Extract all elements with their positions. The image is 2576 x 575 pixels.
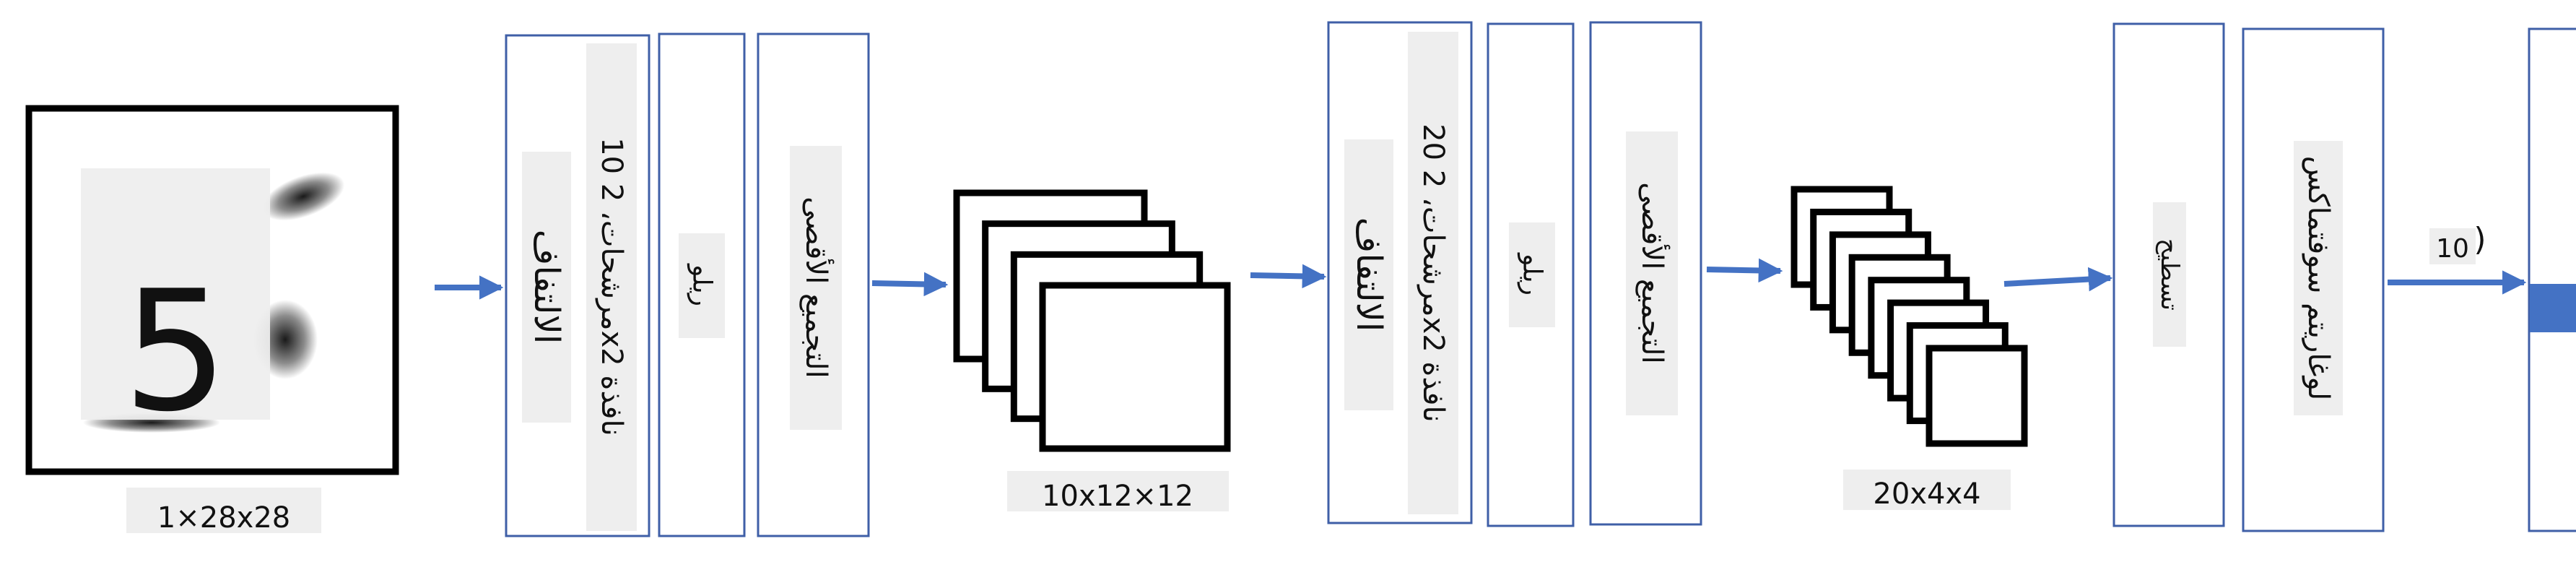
pool-layer-2: التجميع الأقصى xyxy=(1589,21,1702,526)
feature-maps-2-dim-label: 20x4x4 xyxy=(1873,477,1980,511)
output-size-label-bg xyxy=(2429,228,2476,264)
arrow xyxy=(871,272,949,297)
pool-layer-2-label-bg xyxy=(1626,131,1678,415)
conv-layer-2-detail-bg xyxy=(1408,32,1458,514)
pool-layer-1: التجميع الأقصى xyxy=(757,33,870,537)
conv-layer-1-title: الالتفاف xyxy=(526,230,567,344)
feature-maps-1 xyxy=(953,189,1231,452)
arrow xyxy=(2003,267,2113,292)
arrow xyxy=(1250,264,1327,289)
input-digit: 5 xyxy=(123,256,228,449)
conv-layer-2-box xyxy=(1327,21,1473,524)
conv-layer-1-title-bg xyxy=(522,152,571,423)
feature-map-1-4 xyxy=(1039,282,1231,452)
feature-maps-1-dim-label: 10x12×12 xyxy=(1042,480,1193,513)
relu-layer-1-box xyxy=(658,33,746,537)
pool-layer-1-label-bg xyxy=(790,146,842,430)
arrow xyxy=(1706,258,1783,283)
conv-layer-2: الالتفاف 20 مرشحات، 2x2 نافذة xyxy=(1327,21,1473,524)
conv-layer-2-title: الالتفاف xyxy=(1349,217,1389,332)
feature-maps-2 xyxy=(1790,186,2028,447)
feature-maps-1-dim-bg xyxy=(1007,471,1229,511)
log-softmax-layer-label-bg xyxy=(2294,141,2343,415)
relu-layer-1-label: ريلو xyxy=(687,263,717,306)
relu-layer-1: ريلو xyxy=(658,33,746,537)
pool-layer-2-box xyxy=(1589,21,1702,526)
flatten-layer-box xyxy=(2112,22,2225,527)
relu-layer-2-label-bg xyxy=(1509,222,1555,327)
output-vector xyxy=(2528,27,2576,532)
flatten-layer-label: تسطيح xyxy=(2155,238,2184,311)
relu-layer-1-label-bg xyxy=(679,233,725,338)
log-softmax-layer-box xyxy=(2242,27,2385,532)
log-softmax-layer-label: لوغاريتم سوفتماكس xyxy=(2302,156,2335,401)
input-dim-label-bg xyxy=(126,488,321,533)
pool-layer-1-box xyxy=(757,33,870,537)
pool-layer-2-label: التجميع الأقصى xyxy=(1635,182,1671,363)
input-blur-stroke xyxy=(261,172,345,221)
conv-layer-2-detail: 20 مرشحات، 2x2 نافذة xyxy=(1417,124,1450,423)
relu-layer-2: ريلو xyxy=(1487,22,1575,527)
flatten-layer-label-bg xyxy=(2153,202,2186,347)
conv-layer-1-detail: 10 مرشحات، 2x2 نافذة xyxy=(595,137,628,436)
input-dim-label: 1×28x28 xyxy=(157,501,290,535)
relu-layer-2-label: ريلو xyxy=(1518,252,1547,295)
flatten-layer: تسطيح xyxy=(2112,22,2225,527)
conv-layer-1: الالتفاف 10 مرشحات، 2x2 نافذة xyxy=(505,34,650,537)
pool-layer-1-label: التجميع الأقصى xyxy=(799,196,835,378)
log-softmax-layer: لوغاريتم سوفتماكس xyxy=(2242,27,2385,532)
output-size-label: 10 xyxy=(2436,234,2469,264)
conv-layer-1-detail-bg xyxy=(586,43,637,531)
conv-layer-1-box xyxy=(505,34,650,537)
relu-layer-2-box xyxy=(1487,22,1575,527)
feature-maps-2-dim-bg xyxy=(1843,470,2011,510)
feature-map-2-8 xyxy=(1926,345,2028,447)
input-image: 5 xyxy=(25,105,399,475)
input-label-panel xyxy=(81,168,270,420)
conv-layer-2-title-bg xyxy=(1344,139,1393,410)
output-vector-box xyxy=(2528,27,2576,532)
output-paren: ) xyxy=(2473,221,2486,258)
output-vector-highlight xyxy=(2530,284,2576,332)
